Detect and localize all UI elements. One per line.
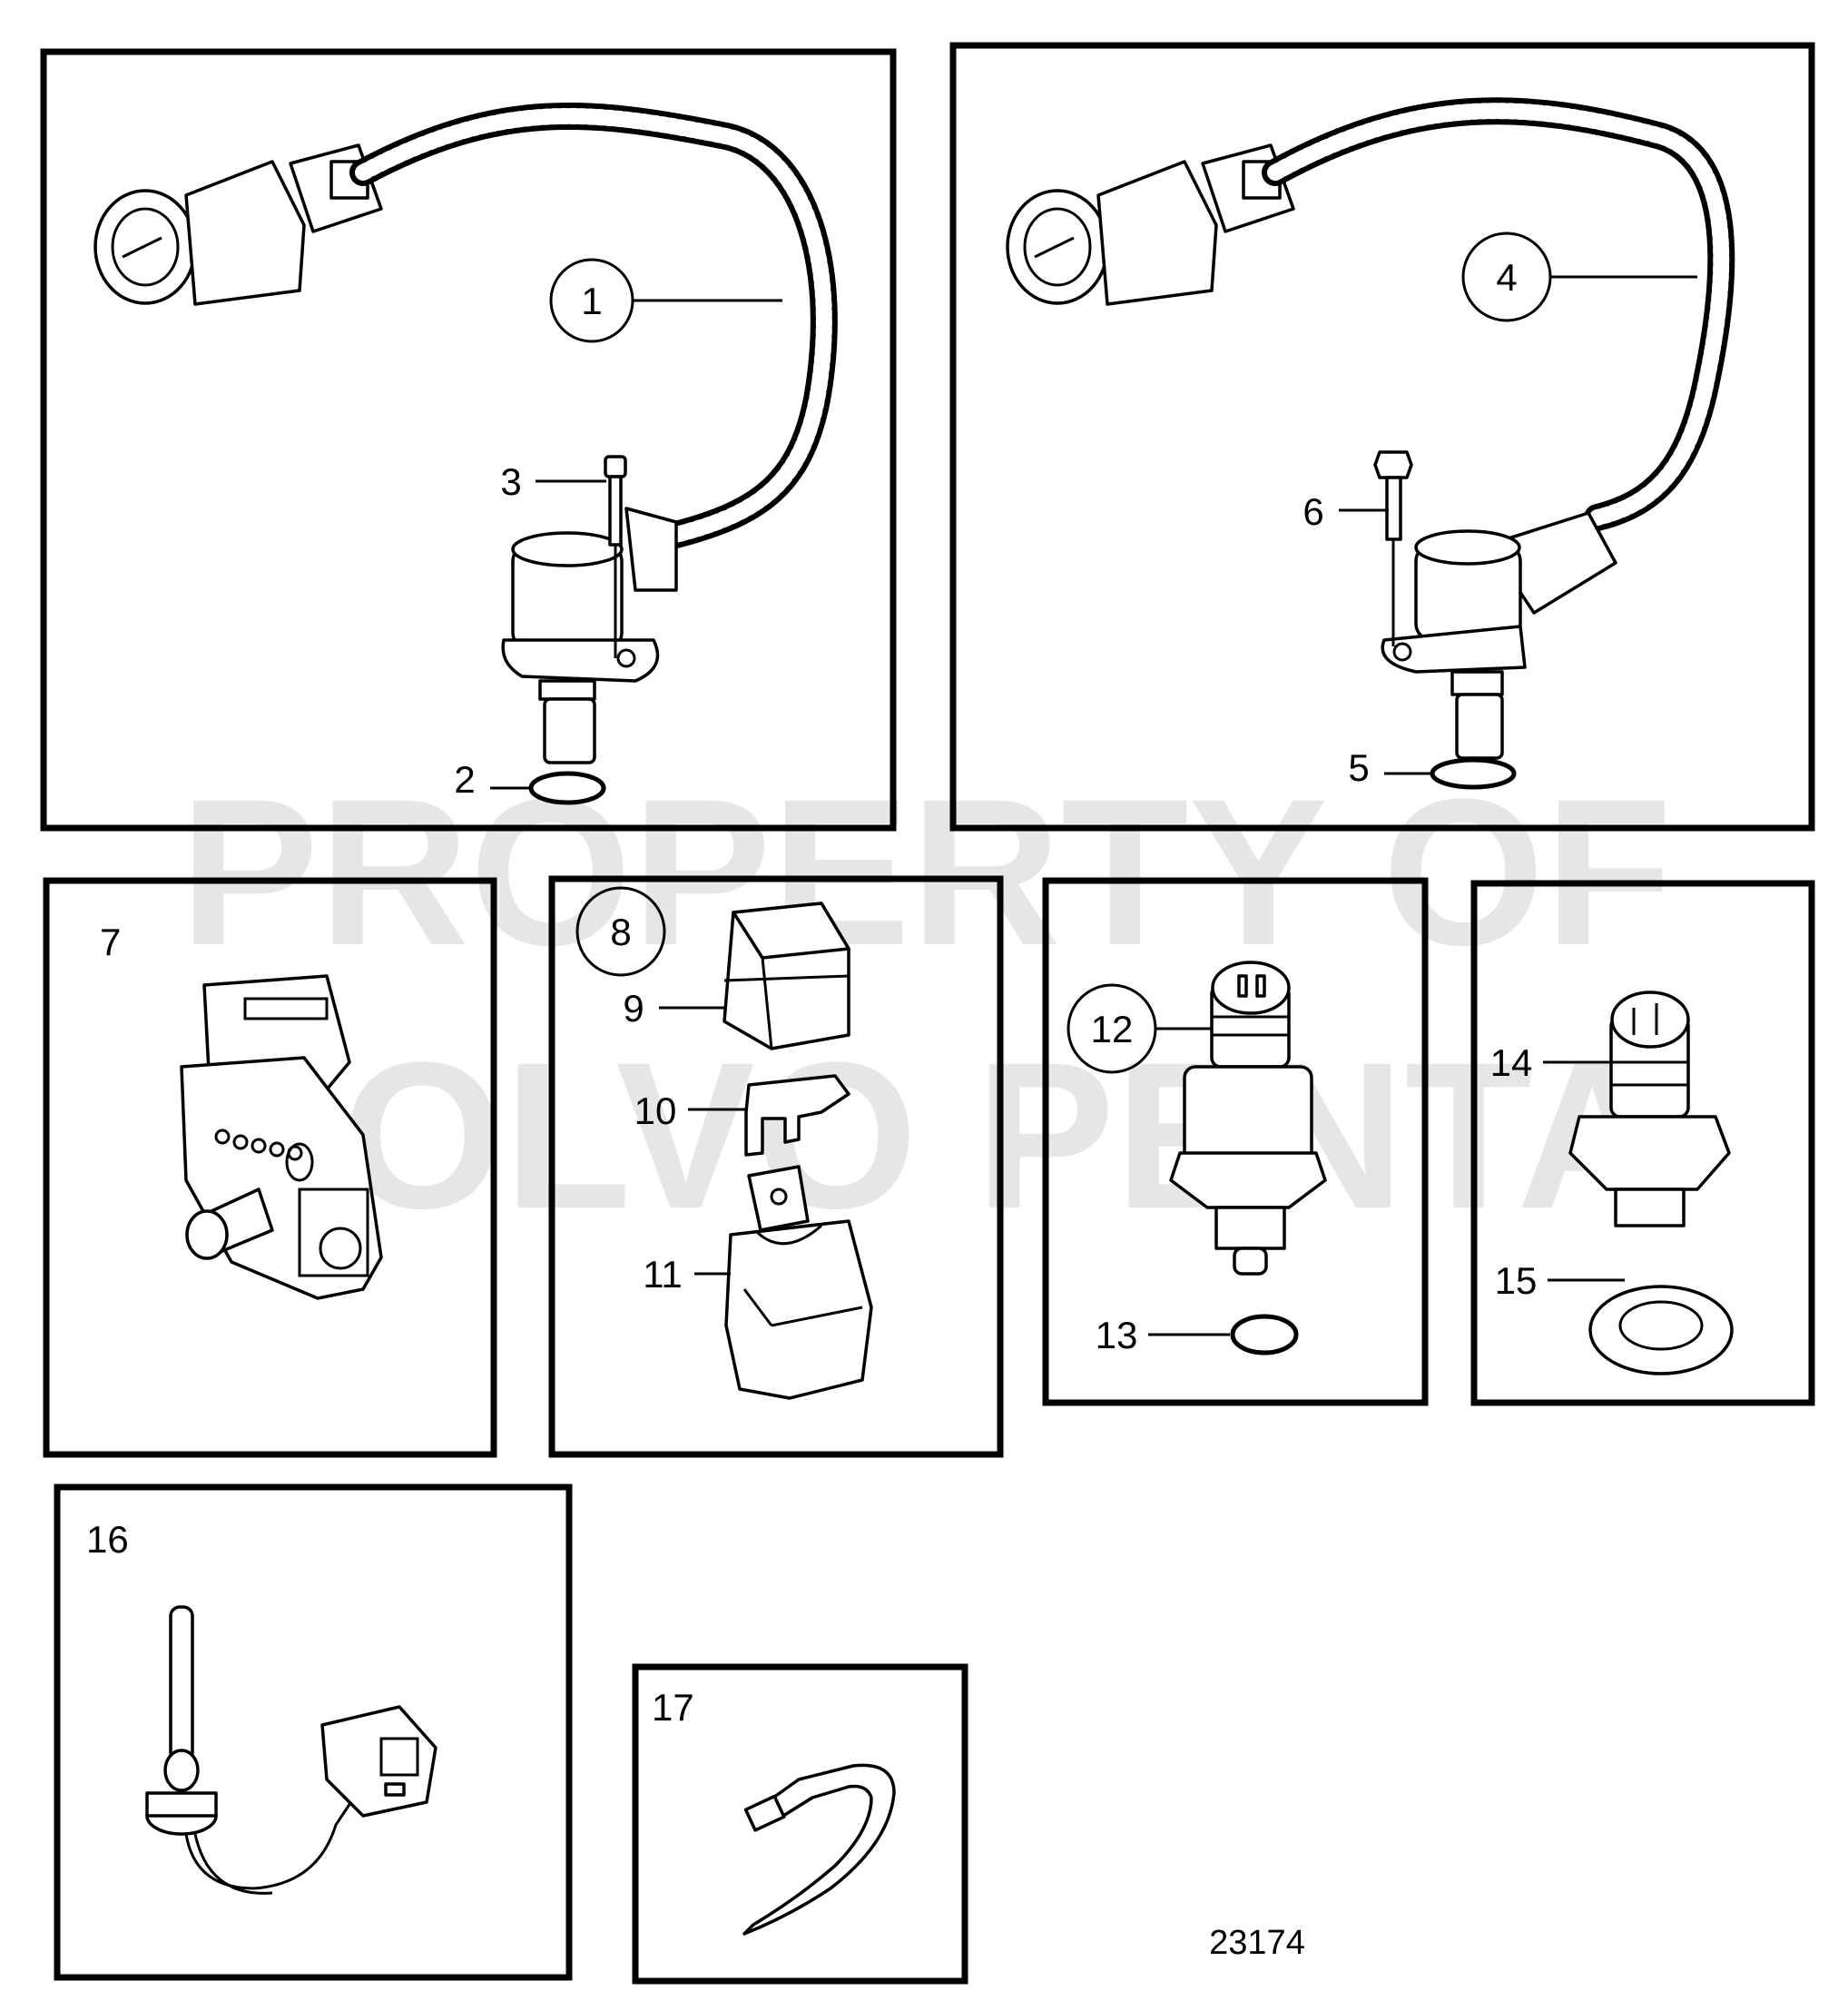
callout-12: 12 (1091, 1008, 1134, 1050)
callout-14: 14 (1490, 1041, 1533, 1084)
panel-frame (40, 48, 897, 832)
callout-2: 2 (454, 758, 475, 801)
panel-frame (632, 1663, 968, 1985)
sensor-body-illustration (501, 455, 678, 764)
panel-pressure-switch: 12 13 (1042, 877, 1429, 1406)
panel-frame (54, 1483, 573, 1981)
round-connector-illustration (1006, 143, 1295, 306)
level-sensor-illustration (145, 1605, 437, 1895)
callout-6: 6 (1302, 490, 1323, 533)
map-sensor-illustration (180, 974, 383, 1300)
watermark-line-1: PROPERTY OF (180, 755, 1672, 989)
panel-frame (949, 42, 1815, 832)
o-ring-illustration (1230, 1314, 1299, 1355)
callout-11: 11 (643, 1253, 683, 1296)
panel-cable-tie: 17 (632, 1663, 968, 1985)
callout-16: 16 (86, 1518, 129, 1561)
callout-13: 13 (1096, 1314, 1138, 1356)
panel-frame (1042, 877, 1429, 1406)
relay-illustration (722, 902, 850, 1050)
panel-map-sensor: 7 (43, 877, 497, 1458)
panel-frame (1470, 880, 1815, 1406)
panel-sensor-cable-b: 4 5 6 (949, 42, 1815, 832)
figure-number: 23174 (1209, 1924, 1305, 1962)
callout-5: 5 (1348, 746, 1369, 789)
cable-tie-illustration (742, 1763, 896, 1936)
callout-3: 3 (500, 460, 521, 503)
panel-frame (548, 875, 1004, 1458)
fuse-illustration (744, 1074, 850, 1157)
callout-17: 17 (652, 1686, 694, 1729)
panel-temperature-sender: 14 15 (1470, 880, 1815, 1406)
panel-level-sensor: 16 (54, 1483, 573, 1981)
temperature-sender-illustration (1568, 991, 1731, 1227)
panel-relay-fuse: 8 9 10 11 (548, 875, 1004, 1458)
panel-frame (43, 877, 497, 1458)
sealing-washer-illustration (1588, 1285, 1734, 1375)
callout-15: 15 (1495, 1259, 1538, 1302)
fuse-holder-illustration (724, 1165, 873, 1400)
pressure-switch-illustration (1169, 961, 1327, 1276)
callout-8: 8 (610, 911, 631, 953)
watermark-line-2: VOLVO PENTA (202, 1019, 1667, 1252)
sensor-body-illustration (1373, 450, 1617, 760)
callout-9: 9 (623, 987, 644, 1030)
round-connector-illustration (93, 143, 383, 306)
callout-10: 10 (634, 1089, 677, 1132)
callout-1: 1 (581, 280, 602, 322)
callout-7: 7 (100, 921, 121, 963)
callout-4: 4 (1496, 256, 1517, 299)
panel-sensor-cable-a: 1 2 3 (40, 48, 897, 832)
